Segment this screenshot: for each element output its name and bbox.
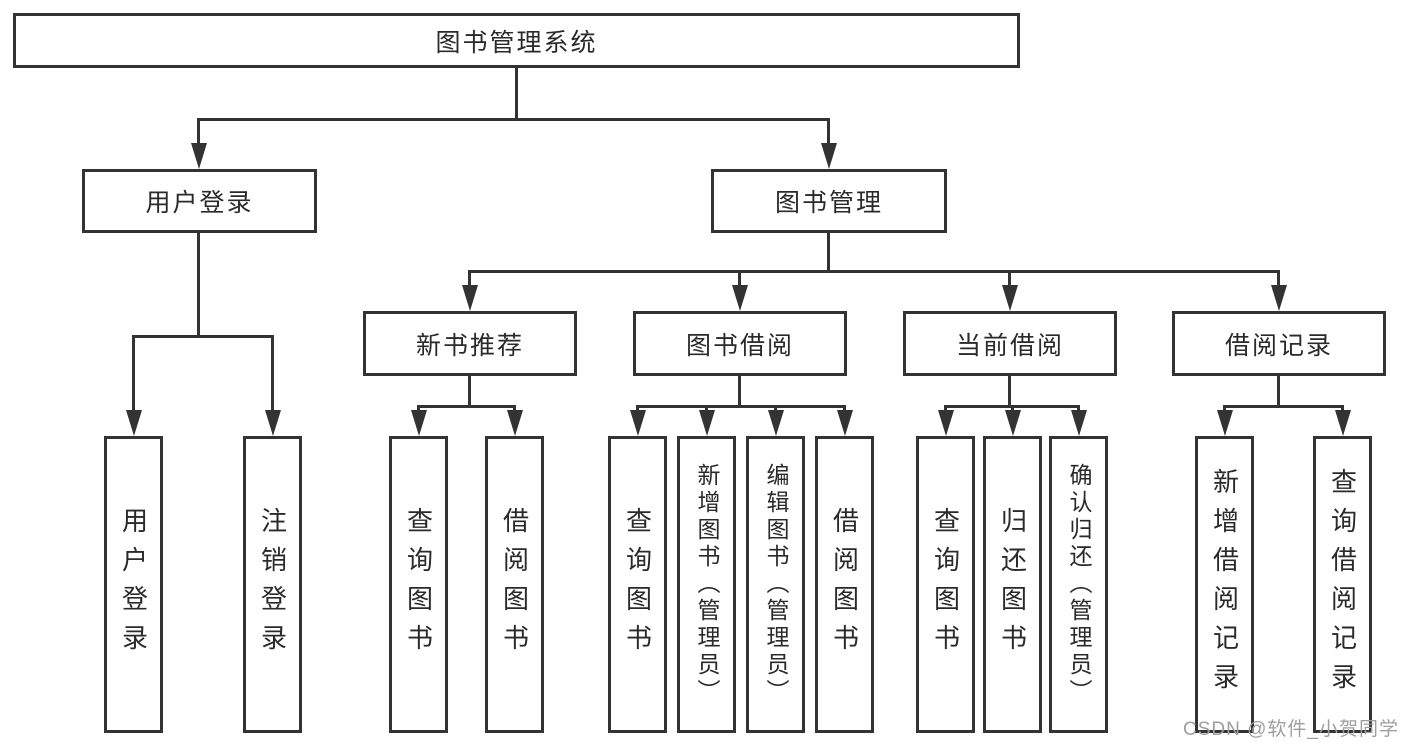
node-label: 当前借阅	[955, 331, 1064, 360]
node-label: 查询图书	[622, 506, 653, 663]
arrow-down-icon	[1217, 410, 1233, 436]
connector-level3-drop	[1277, 270, 1280, 286]
node-label: 借阅图书	[499, 506, 530, 663]
arrow-down-icon	[1071, 410, 1087, 436]
connector-leaf-drop	[843, 405, 846, 413]
connector-current-borrow-stem	[1008, 376, 1011, 408]
node-book-borrow: 图书借阅	[633, 311, 847, 376]
arrow-down-icon	[821, 143, 837, 169]
connector-leaf-drop	[705, 405, 708, 413]
connector-level3-drop	[468, 270, 471, 286]
leaf-add-borrow-record: 新增借阅记录	[1195, 436, 1254, 733]
connector-level3-drop	[738, 270, 741, 286]
connector-leaf-drop	[774, 405, 777, 413]
node-label: 新增图书（管理员）	[694, 463, 720, 706]
connector-book-borrow-stem	[738, 376, 741, 408]
arrow-down-icon	[462, 285, 478, 311]
arrow-down-icon	[938, 410, 954, 436]
connector-new-book-split	[417, 405, 516, 408]
arrow-down-icon	[411, 410, 427, 436]
leaf-query-books-borrow: 查询图书	[608, 436, 667, 733]
node-new-book-recommend: 新书推荐	[363, 311, 577, 376]
watermark-text: CSDN @软件_小贺同学	[1183, 719, 1399, 740]
connector-borrow-records-split	[1223, 405, 1344, 408]
arrow-down-icon	[1005, 410, 1021, 436]
connector-leaf-drop	[1341, 405, 1344, 413]
connector-leaf-drop	[271, 335, 274, 413]
arrow-down-icon	[837, 410, 853, 436]
node-label: 用户登录	[145, 189, 254, 217]
node-label: 借阅图书	[829, 506, 860, 663]
arrow-down-icon	[699, 410, 715, 436]
leaf-borrow-books-borrow: 借阅图书	[815, 436, 874, 733]
node-label: 查询图书	[403, 506, 434, 663]
node-label: 新增借阅记录	[1209, 467, 1240, 702]
node-label: 借阅记录	[1224, 331, 1333, 360]
connector-borrow-records-stem	[1277, 376, 1280, 408]
connector-leaf-drop	[636, 405, 639, 413]
connector-book-management-drop	[827, 118, 830, 146]
connector-root-stem	[515, 68, 518, 121]
arrow-down-icon	[1335, 410, 1351, 436]
node-label: 图书管理系统	[435, 28, 598, 57]
leaf-query-borrow-record: 查询借阅记录	[1313, 436, 1372, 733]
connector-user-login-split	[132, 335, 274, 338]
leaf-borrow-books-newbook: 借阅图书	[485, 436, 544, 733]
connector-level2-split	[197, 118, 830, 121]
arrow-down-icon	[1002, 285, 1018, 311]
connector-book-management-stem	[827, 233, 830, 273]
leaf-confirm-return-admin: 确认归还（管理员）	[1049, 436, 1108, 733]
node-label: 归还图书	[997, 506, 1028, 663]
node-label: 图书借阅	[685, 331, 794, 360]
arrow-down-icon	[507, 410, 523, 436]
connector-user-login-drop	[197, 118, 200, 146]
leaf-query-books-newbook: 查询图书	[389, 436, 448, 733]
node-borrow-records: 借阅记录	[1172, 311, 1386, 376]
connector-leaf-drop	[1011, 405, 1014, 413]
node-label: 编辑图书（管理员）	[763, 463, 789, 706]
arrow-down-icon	[732, 285, 748, 311]
connector-new-book-stem	[468, 376, 471, 408]
connector-level3-drop	[1008, 270, 1011, 286]
arrow-down-icon	[191, 143, 207, 169]
node-current-borrow: 当前借阅	[903, 311, 1117, 376]
arrow-down-icon	[768, 410, 784, 436]
connector-leaf-drop	[132, 335, 135, 413]
connector-level3-split	[468, 270, 1280, 273]
arrow-down-icon	[126, 410, 142, 436]
connector-leaf-drop	[944, 405, 947, 413]
node-library-management-system: 图书管理系统	[13, 13, 1020, 68]
leaf-logout-login: 注销登录	[243, 436, 302, 733]
node-label: 确认归还（管理员）	[1066, 463, 1092, 706]
arrow-down-icon	[630, 410, 646, 436]
leaf-query-books-current: 查询图书	[916, 436, 975, 733]
connector-leaf-drop	[1077, 405, 1080, 413]
connector-leaf-drop	[1223, 405, 1226, 413]
node-user-login: 用户登录	[82, 169, 317, 233]
leaf-add-book-admin: 新增图书（管理员）	[677, 436, 736, 733]
connector-leaf-drop	[417, 405, 420, 413]
node-label: 新书推荐	[415, 331, 524, 360]
connector-user-login-stem	[197, 233, 200, 338]
leaf-return-book: 归还图书	[983, 436, 1042, 733]
node-label: 查询借阅记录	[1327, 467, 1358, 702]
node-label: 查询图书	[930, 506, 961, 663]
connector-book-borrow-split	[636, 405, 846, 408]
node-label: 图书管理	[774, 189, 883, 217]
connector-leaf-drop	[513, 405, 516, 413]
node-book-management: 图书管理	[711, 169, 947, 233]
arrow-down-icon	[265, 410, 281, 436]
node-label: 注销登录	[257, 506, 288, 663]
arrow-down-icon	[1271, 285, 1287, 311]
leaf-edit-book-admin: 编辑图书（管理员）	[746, 436, 805, 733]
leaf-user-login: 用户登录	[104, 436, 163, 733]
node-label: 用户登录	[118, 506, 149, 663]
